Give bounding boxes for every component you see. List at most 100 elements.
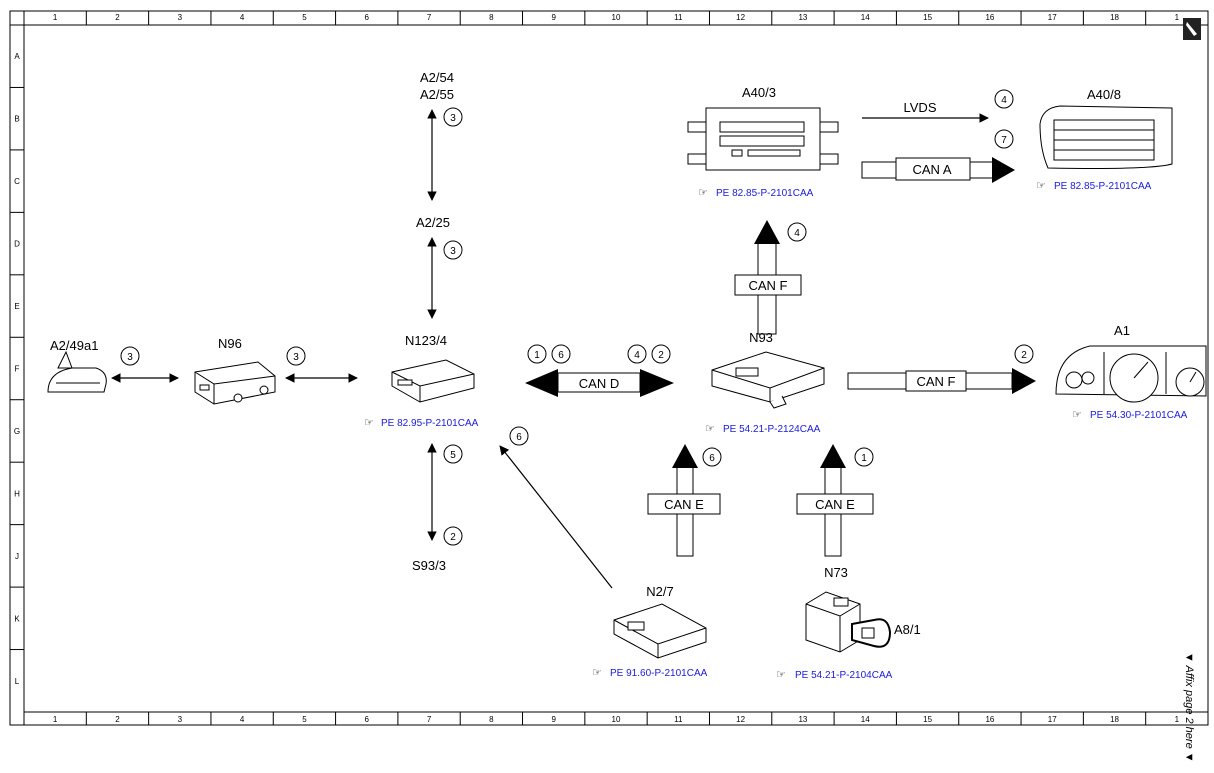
n2-7-reference: ☞ PE 91.60-P-2101CAA	[592, 667, 708, 679]
s93-3-up-marker: 5	[443, 444, 463, 464]
svg-text:3: 3	[450, 113, 456, 124]
svg-text:3: 3	[293, 352, 299, 363]
a40-3-label: A40/3	[742, 85, 776, 100]
svg-text:CAN D: CAN D	[579, 376, 619, 391]
display-unit-icon	[1039, 105, 1173, 169]
grid-column-label-bottom: 8	[489, 715, 494, 724]
s93-3-down-marker: 2	[443, 526, 463, 546]
n73-label: N73	[824, 565, 848, 580]
can-f-horizontal-bus: CAN F	[847, 368, 1036, 394]
grid-row-label: K	[14, 614, 20, 623]
a1-reference: ☞ PE 54.30-P-2101CAA	[1072, 409, 1188, 421]
svg-text:PE 82.85-P-2101CAA: PE 82.85-P-2101CAA	[1054, 181, 1152, 192]
a2-25-link-marker: 3	[443, 240, 463, 260]
grid-column-label-bottom: 12	[736, 715, 745, 724]
svg-text:6: 6	[709, 453, 715, 464]
key-icon	[851, 618, 892, 648]
affix-page-note: ▼ Affix page 2 here ▼	[1183, 652, 1195, 763]
a2-54-link-marker: 3	[443, 107, 463, 127]
n93-reference: ☞ PE 54.21-P-2124CAA	[705, 423, 821, 435]
grid-column-label-top: 13	[798, 13, 807, 22]
svg-text:6: 6	[516, 432, 522, 443]
svg-text:☞: ☞	[705, 423, 715, 435]
grid-column-label-top: 1	[1175, 13, 1180, 22]
grid-column-label-top: 14	[861, 13, 870, 22]
grid-column-label-top: 17	[1048, 13, 1057, 22]
grid-column-label-bottom: 3	[178, 715, 183, 724]
lvds-label: LVDS	[904, 100, 937, 115]
svg-text:PE 54.21-P-2104CAA: PE 54.21-P-2104CAA	[795, 670, 893, 681]
can-e-right-bus: CAN E	[796, 444, 874, 557]
can-a-bus: CAN A	[861, 157, 1015, 183]
grid-row-label: H	[14, 489, 20, 498]
svg-text:2: 2	[658, 350, 664, 361]
tuner-module-icon	[194, 361, 276, 405]
svg-text:CAN F: CAN F	[917, 374, 956, 389]
a8-1-label: A8/1	[894, 622, 921, 637]
n96-link-marker: 3	[286, 346, 306, 366]
grid-column-label-top: 18	[1110, 13, 1119, 22]
can-d-left-marker-a: 1	[527, 344, 547, 364]
can-f-horizontal-marker: 2	[1014, 344, 1034, 364]
grid-column-label-bottom: 9	[551, 715, 556, 724]
svg-text:☞: ☞	[364, 417, 374, 429]
grid-column-label-bottom: 10	[612, 715, 621, 724]
pencil-icon	[1183, 18, 1201, 40]
svg-text:2: 2	[450, 532, 456, 543]
grid-column-label-top: 12	[736, 13, 745, 22]
a40-3-reference: ☞ PE 82.85-P-2101CAA	[698, 187, 814, 199]
svg-text:1: 1	[534, 350, 540, 361]
grid-row-label: J	[15, 552, 19, 561]
svg-text:CAN A: CAN A	[912, 162, 951, 177]
svg-text:2: 2	[1021, 350, 1027, 361]
grid-row-label: B	[14, 115, 19, 124]
grid-column-label-top: 11	[674, 13, 683, 22]
can-d-right-marker-b: 2	[651, 344, 671, 364]
svg-text:PE 54.30-P-2101CAA: PE 54.30-P-2101CAA	[1090, 410, 1188, 421]
n93-label: N93	[749, 330, 773, 345]
grid-row-label: L	[15, 677, 20, 686]
svg-text:4: 4	[634, 350, 640, 361]
can-d-bus: CAN D	[525, 369, 674, 397]
svg-text:PE 82.95-P-2101CAA: PE 82.95-P-2101CAA	[381, 418, 479, 429]
svg-text:☞: ☞	[592, 667, 602, 679]
svg-text:☞: ☞	[1036, 180, 1046, 192]
grid-column-label-bottom: 1	[53, 715, 58, 724]
grid-row-label: C	[14, 177, 20, 186]
n96-label: N96	[218, 336, 242, 351]
airbag-module-icon	[613, 603, 707, 659]
grid-row-label: D	[14, 240, 20, 249]
instrument-cluster-icon	[1055, 345, 1207, 403]
can-e-left-bus: CAN E	[647, 444, 721, 557]
n2-7-link-marker: 6	[509, 426, 529, 446]
grid-column-label-top: 15	[923, 13, 932, 22]
n2-7-n123-4-link	[499, 445, 613, 589]
can-d-right-marker-a: 4	[627, 344, 647, 364]
svg-text:☞: ☞	[776, 669, 786, 681]
grid-column-label-top: 2	[115, 13, 120, 22]
grid-column-label-top: 4	[240, 13, 245, 22]
svg-text:PE 82.85-P-2101CAA: PE 82.85-P-2101CAA	[716, 188, 814, 199]
grid-row-label: F	[15, 365, 20, 374]
a2-55-label: A2/55	[420, 87, 454, 102]
grid-row-label: E	[14, 302, 19, 311]
grid-column-label-bottom: 16	[985, 715, 994, 724]
svg-text:3: 3	[127, 352, 133, 363]
gateway-module-icon	[711, 351, 825, 409]
can-f-vertical-bus: CAN F	[734, 220, 802, 335]
grid-column-label-top: 16	[985, 13, 994, 22]
drawing-frame: 1122334455667788991010111112121313141415…	[9, 10, 1209, 726]
ignition-switch-icon	[805, 591, 861, 653]
grid-column-label-top: 8	[489, 13, 494, 22]
a2-49a1-link-marker: 3	[120, 346, 140, 366]
n123-4-reference: ☞ PE 82.95-P-2101CAA	[364, 417, 479, 429]
svg-text:CAN E: CAN E	[664, 497, 704, 512]
svg-text:6: 6	[558, 350, 564, 361]
grid-column-label-bottom: 13	[798, 715, 807, 724]
a2-54-label: A2/54	[420, 70, 454, 85]
grid-column-label-bottom: 5	[302, 715, 307, 724]
grid-column-label-bottom: 15	[923, 715, 932, 724]
svg-text:1: 1	[861, 453, 867, 464]
s93-3-label: S93/3	[412, 558, 446, 573]
